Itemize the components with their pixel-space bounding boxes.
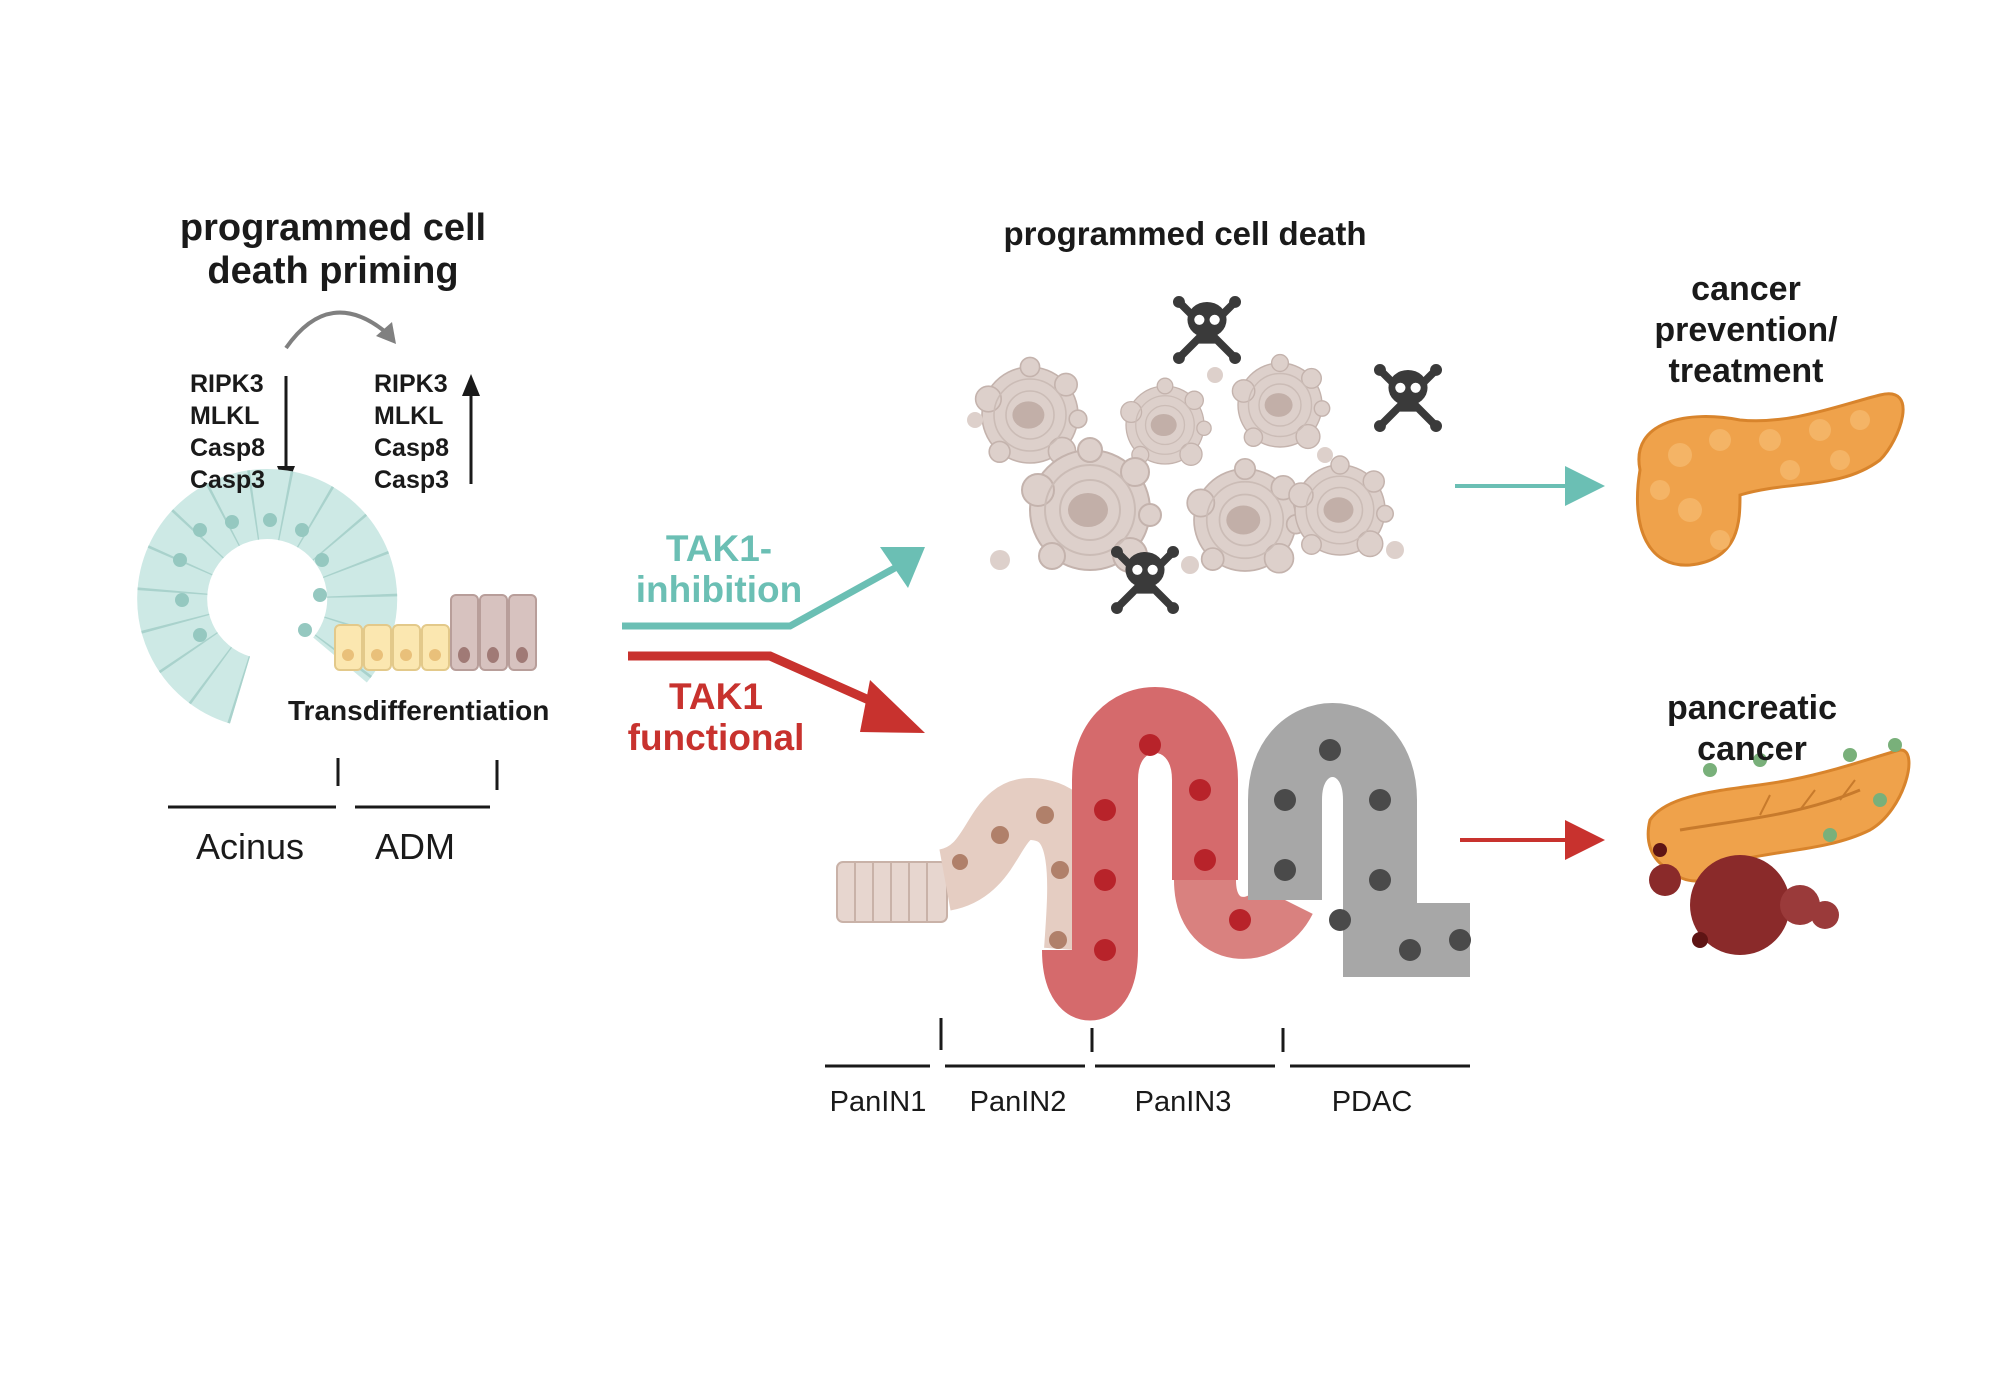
stage-pdac: PDAC xyxy=(1331,1086,1413,1118)
priming-title-line2: death priming xyxy=(207,249,459,292)
stage-panin3: PanIN3 xyxy=(1134,1086,1232,1118)
pancreas-tumor-icon xyxy=(1646,738,1911,955)
priming-title-line1: programmed cell xyxy=(179,207,487,249)
panin-progression-illustration xyxy=(836,687,1471,1020)
marker-casp8-down: Casp8 xyxy=(190,434,266,462)
dying-cells-illustration xyxy=(967,353,1404,574)
transdifferentiation-label: Transdifferentiation xyxy=(288,695,550,726)
prevention-line3: treatment xyxy=(1668,351,1824,390)
stage-adm: ADM xyxy=(375,826,455,867)
inhibition-line1: TAK1- xyxy=(665,528,773,569)
markers-up-list: RIPK3 MLKL Casp8 Casp3 xyxy=(374,368,449,496)
prevention-label: cancer prevention/ treatment xyxy=(1654,269,1837,391)
markers-down-list: RIPK3 MLKL Casp8 Casp3 xyxy=(190,368,265,496)
prevention-arrow xyxy=(1455,466,1605,506)
cancer-line1: pancreatic xyxy=(1666,689,1838,727)
stage-panin2: PanIN2 xyxy=(969,1086,1067,1118)
pancreatic-cancer-label: pancreatic cancer xyxy=(1667,688,1837,770)
marker-casp3-up: Casp3 xyxy=(374,466,450,494)
marker-mlkl-up: MLKL xyxy=(374,402,444,430)
prevention-line1: cancer xyxy=(1691,270,1801,308)
functional-arrow xyxy=(628,651,925,733)
marker-ripk3-down: RIPK3 xyxy=(190,370,264,398)
pancreas-icon xyxy=(1635,392,1905,567)
curved-arrow-icon xyxy=(284,310,396,350)
priming-title: programmed cell death priming xyxy=(180,207,486,292)
prevention-line2: prevention/ xyxy=(1654,310,1838,349)
cancer-line2: cancer xyxy=(1697,729,1807,768)
adm-illustration xyxy=(334,594,537,671)
inhibition-arrow xyxy=(622,547,925,630)
inhibition-label: TAK1- inhibition xyxy=(636,528,802,611)
functional-line1: TAK1 xyxy=(669,676,763,717)
cancer-arrow xyxy=(1460,820,1605,860)
inhibition-line2: inhibition xyxy=(635,569,803,611)
stage-panin1: PanIN1 xyxy=(829,1086,927,1118)
late-stage-brackets xyxy=(825,1018,1470,1068)
stage-acinus: Acinus xyxy=(195,826,305,867)
acinus-illustration xyxy=(137,469,398,724)
marker-casp8-up: Casp8 xyxy=(374,434,450,462)
marker-ripk3-up: RIPK3 xyxy=(374,370,448,398)
marker-mlkl-down: MLKL xyxy=(190,402,260,430)
early-stage-brackets xyxy=(168,758,499,809)
marker-casp3-down: Casp3 xyxy=(190,466,266,494)
up-arrow-icon xyxy=(462,374,480,484)
functional-line2: functional xyxy=(627,717,805,759)
functional-label: TAK1 functional xyxy=(628,676,805,759)
death-title: programmed cell death xyxy=(1003,215,1367,252)
